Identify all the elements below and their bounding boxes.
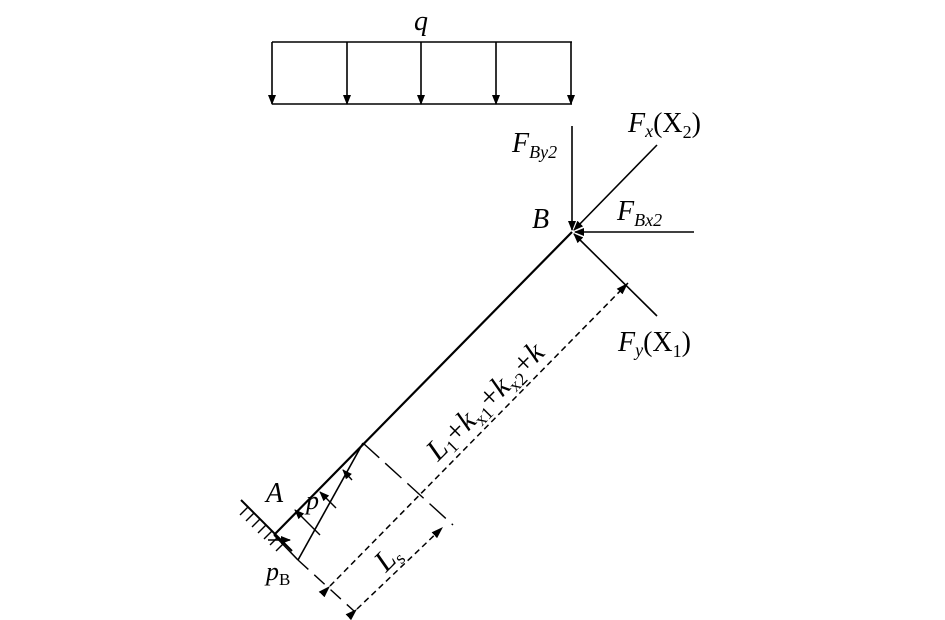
label-fbx2: FBx2	[616, 196, 662, 230]
label-pb: pB	[264, 557, 290, 589]
force-fy-arrow	[573, 233, 658, 317]
label-fby2: FBy2	[511, 128, 557, 162]
label-total-length: L1+kx1+kx2+k	[419, 335, 553, 469]
label-b: B	[532, 204, 549, 235]
label-q: q	[414, 6, 428, 37]
label-fx: Fx(X2)	[627, 108, 701, 142]
dimension-guides	[297, 442, 454, 612]
label-p: p	[304, 486, 319, 515]
dimension-total-length	[318, 282, 629, 598]
label-ls: Ls	[367, 538, 409, 580]
force-fx-arrow	[573, 144, 658, 231]
distributed-load-q	[268, 41, 575, 105]
label-fy: Fy(X1)	[617, 327, 691, 361]
pressure-arrow-1	[294, 509, 321, 536]
label-a: A	[264, 478, 284, 509]
